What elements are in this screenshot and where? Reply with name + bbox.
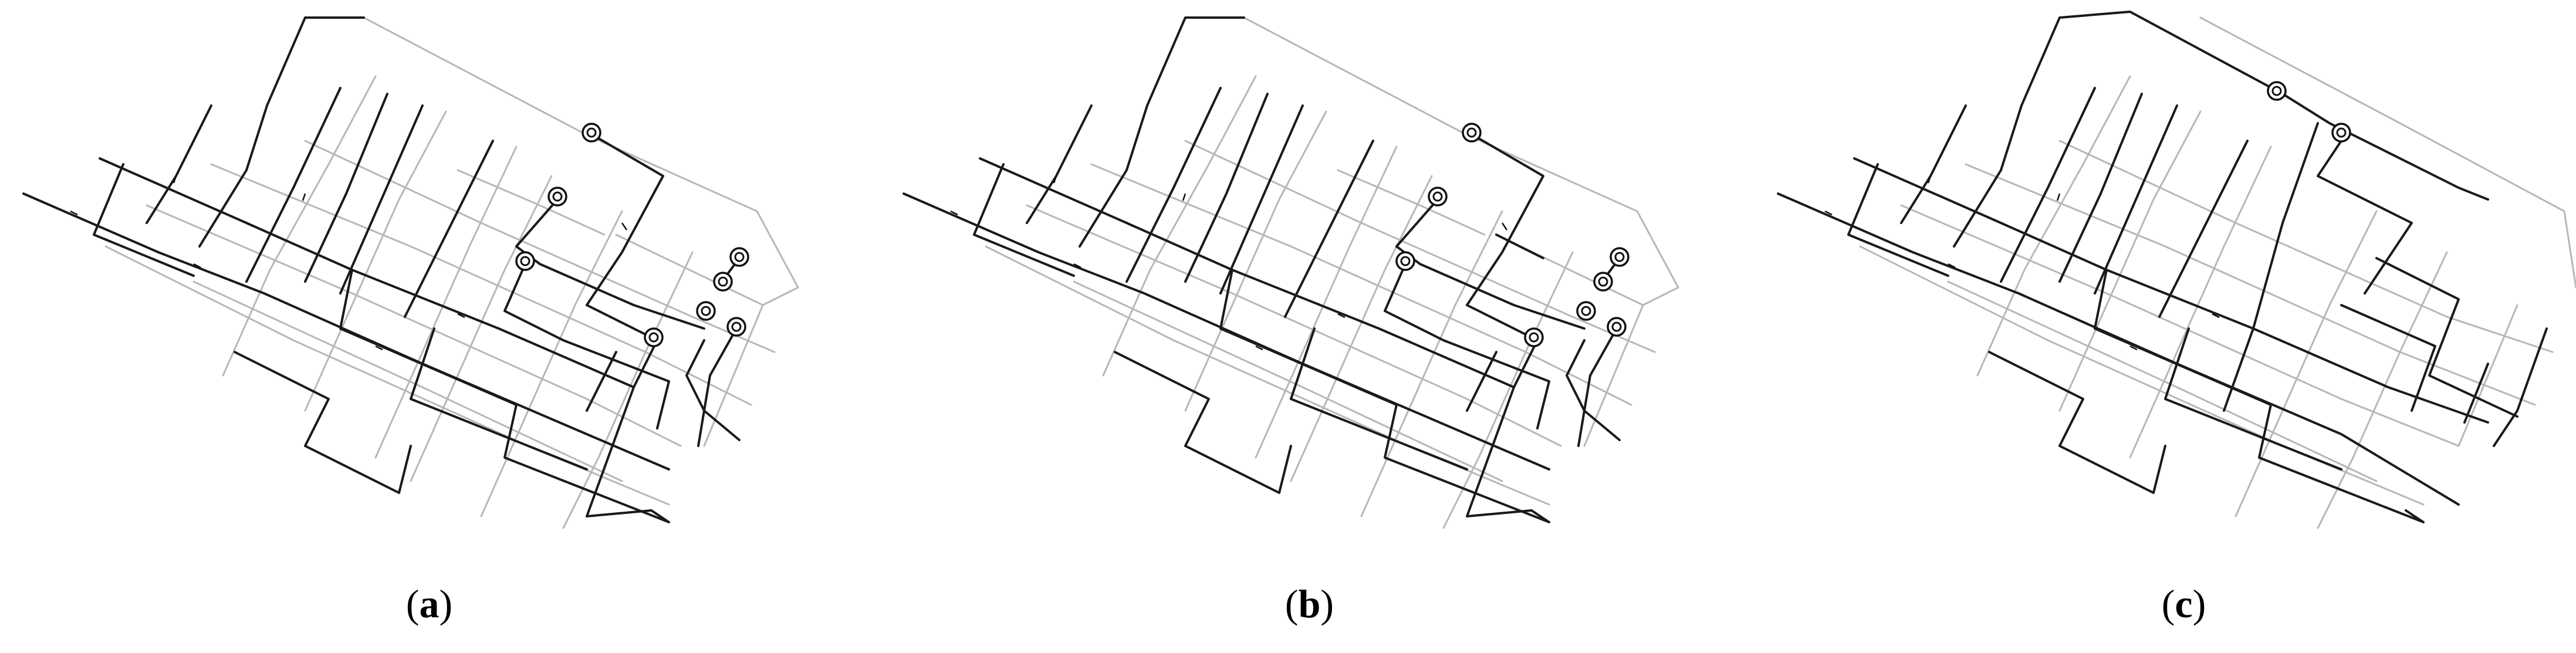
caption-close: ) <box>2192 581 2206 626</box>
nodes-a <box>515 123 749 347</box>
monitoring-node <box>644 327 664 347</box>
direction-ticks-c <box>1824 175 2220 351</box>
nodes-b <box>1395 123 1630 347</box>
monitoring-node <box>582 123 601 143</box>
direction-ticks-a <box>70 175 628 351</box>
monitoring-node <box>515 251 535 271</box>
monitoring-node <box>1607 317 1627 337</box>
monitoring-node <box>547 187 567 207</box>
caption-letter: c <box>2175 581 2193 626</box>
network-diagram-c <box>1777 11 2576 529</box>
monitoring-node <box>1524 327 1544 347</box>
monitoring-node <box>726 317 746 337</box>
caption-open: ( <box>405 581 420 626</box>
caption-letter: a <box>419 581 440 626</box>
monitoring-node <box>1593 272 1613 292</box>
monitoring-node <box>1395 251 1415 271</box>
monitoring-node <box>1428 187 1448 207</box>
panel-caption-b: (b) <box>880 581 1739 627</box>
panel-caption-c: (c) <box>1754 581 2576 627</box>
panel-b: (b) <box>880 0 1739 653</box>
main-edges-b <box>902 16 1621 523</box>
direction-ticks-b <box>950 175 1508 351</box>
panel-a: (a) <box>0 0 858 653</box>
network-diagram-b <box>902 16 1679 529</box>
caption-open: ( <box>1284 581 1299 626</box>
monitoring-node <box>1610 247 1630 267</box>
monitoring-node <box>1462 123 1482 143</box>
caption-close: ) <box>1320 581 1334 626</box>
monitoring-node <box>2331 123 2351 143</box>
main-edges-c <box>1777 11 2548 523</box>
monitoring-node <box>2267 81 2287 101</box>
panel-caption-a: (a) <box>0 581 858 627</box>
monitoring-node <box>729 247 749 267</box>
panel-c: (c) <box>1754 0 2576 653</box>
network-diagram-a <box>22 16 799 529</box>
monitoring-node <box>1576 301 1596 321</box>
light-edges-a <box>104 16 799 529</box>
nodes-c <box>2267 81 2351 143</box>
caption-letter: b <box>1298 581 1321 626</box>
light-edges-b <box>985 16 1679 529</box>
monitoring-node <box>713 272 733 292</box>
caption-open: ( <box>2161 581 2175 626</box>
monitoring-node <box>696 301 716 321</box>
caption-close: ) <box>439 581 453 626</box>
main-edges-a <box>22 16 741 523</box>
light-edges-c <box>1859 16 2576 529</box>
